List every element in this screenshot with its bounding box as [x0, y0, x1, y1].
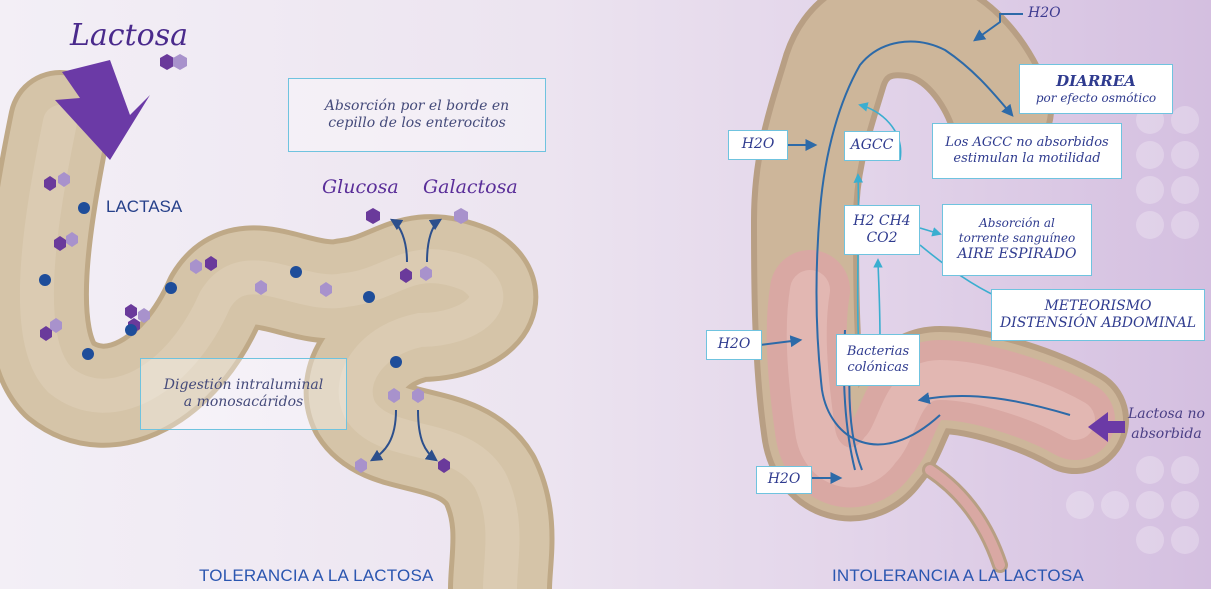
- lactasa-label: LACTASA: [106, 197, 182, 217]
- agcc-note-box: Los AGCC no absorbidos estimulan la moti…: [932, 123, 1122, 179]
- diarrea-line2: por efecto osmótico: [1036, 91, 1156, 106]
- h2o-box-middle: H2O: [706, 330, 762, 360]
- meteorismo-line2: DISTENSIÓN ABDOMINAL: [1000, 315, 1196, 333]
- h2o-box-lower: H2O: [756, 466, 812, 494]
- diarrea-line1: DIARREA: [1056, 72, 1136, 91]
- lactosa-no-absorbida: Lactosa no absorbida: [1128, 404, 1205, 445]
- lactosa-no-absorbida-line2: absorbida: [1128, 424, 1205, 444]
- agcc-note-line2: estimulan la motilidad: [953, 151, 1100, 167]
- gases-line1: H2 CH4: [853, 213, 910, 231]
- meteorismo-line1: METEORISMO: [1044, 298, 1151, 316]
- absorcion-line1: Absorción al: [979, 216, 1055, 231]
- meteorismo-box: METEORISMO DISTENSIÓN ABDOMINAL: [991, 289, 1205, 341]
- caption-intolerancia: INTOLERANCIA A LA LACTOSA: [832, 566, 1084, 586]
- absorcion-line2: torrente sanguíneo: [959, 231, 1075, 246]
- gases-box: H2 CH4 CO2: [844, 205, 920, 255]
- lactosa-title: Lactosa: [70, 18, 188, 53]
- h2o-box-upper: H2O: [728, 130, 788, 160]
- absorption-box: Absorción por el borde en cepillo de los…: [288, 78, 546, 152]
- absorption-line1: Absorción por el borde en: [325, 98, 509, 116]
- galactosa-label: Galactosa: [423, 176, 518, 198]
- bacterias-line2: colónicas: [847, 360, 908, 376]
- caption-tolerancia: TOLERANCIA A LA LACTOSA: [199, 566, 434, 586]
- gases-line2: CO2: [866, 230, 897, 248]
- digestion-line2: a monosacáridos: [184, 394, 303, 412]
- diarrea-box: DIARREA por efecto osmótico: [1019, 64, 1173, 114]
- agcc-note-line1: Los AGCC no absorbidos: [945, 135, 1108, 151]
- bacterias-box: Bacterias colónicas: [836, 334, 920, 386]
- lactosa-no-absorbida-line1: Lactosa no: [1128, 404, 1205, 424]
- bacterias-line1: Bacterias: [847, 344, 909, 360]
- h2o-label-top: H2O: [1028, 5, 1061, 21]
- digestion-line1: Digestión intraluminal: [164, 377, 323, 395]
- glucosa-label: Glucosa: [322, 176, 399, 198]
- absorcion-box: Absorción al torrente sanguíneo AIRE ESP…: [942, 204, 1092, 276]
- agcc-box: AGCC: [844, 131, 900, 161]
- digestion-box: Digestión intraluminal a monosacáridos: [140, 358, 347, 430]
- absorption-line2: cepillo de los enterocitos: [328, 115, 506, 133]
- absorcion-line3: AIRE ESPIRADO: [958, 246, 1077, 264]
